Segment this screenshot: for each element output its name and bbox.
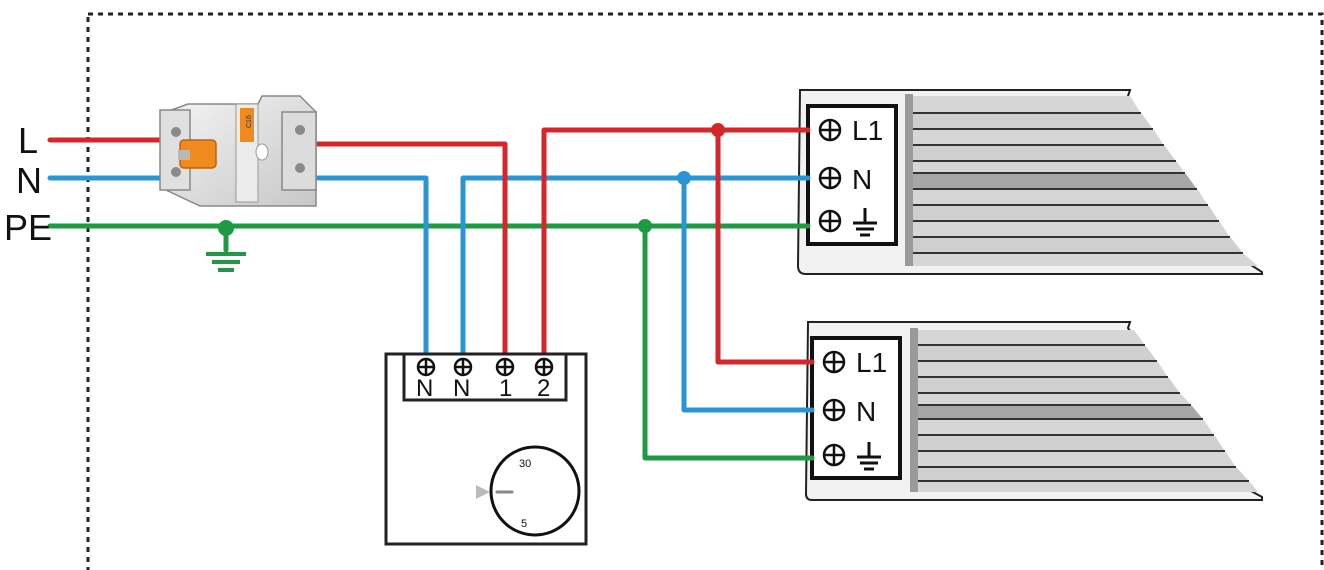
screw-icon (453, 357, 473, 377)
breaker-marking: C16 (246, 115, 253, 128)
wire-phase-breaker-to-thermostat (315, 141, 508, 363)
heater-top-screws (818, 118, 842, 233)
heater-bottom-screws (822, 350, 846, 467)
wire-neutral-heater-bottom (681, 175, 815, 413)
enclosure-boundary (86, 12, 1324, 570)
heater-top-label-n: N (852, 164, 872, 195)
screw-icon (534, 357, 554, 377)
earth-icon (853, 208, 877, 237)
heater-bottom-label-n: N (856, 396, 876, 427)
thermostat-terminal-1: 1 (499, 375, 512, 402)
thermostat-dial (489, 445, 581, 537)
thermostat-terminal-n1: N (416, 375, 433, 402)
earth-icon (857, 442, 881, 471)
heater-bottom-label-l1: L1 (856, 347, 887, 378)
junction-earth (638, 219, 652, 233)
screw-icon (818, 166, 842, 190)
ground-icon (206, 252, 246, 272)
junction-neutral (677, 171, 691, 185)
circuit-breaker: C16 (159, 95, 317, 207)
screw-icon (822, 398, 846, 422)
dial-min-label: 5 (521, 518, 527, 530)
label-earth: PE (4, 207, 52, 248)
dial-pointer-icon (476, 485, 490, 499)
heater-bottom (804, 321, 1263, 501)
wire-neutral-breaker-to-thermostat (315, 175, 429, 363)
screw-icon (818, 209, 842, 233)
screw-icon (822, 350, 846, 374)
wire-phase-heater-bottom (715, 127, 815, 365)
screw-icon (416, 357, 436, 377)
heater-bottom-fins (918, 330, 1258, 492)
wire-earth-heater-bottom (642, 223, 815, 461)
wire-neutral-thermostat-to-heaters (460, 175, 811, 363)
thermostat-terminal-n2: N (453, 375, 470, 402)
thermostat: 30 5 (384, 352, 588, 546)
thermostat-screws (416, 357, 554, 377)
heater-top-label-l1: L1 (852, 115, 883, 146)
junction-phase (711, 123, 725, 137)
wire-phase-thermostat-to-heaters (541, 127, 811, 363)
label-phase: L (18, 120, 38, 161)
dial-max-label: 30 (519, 458, 531, 470)
heater-top-fins (913, 96, 1258, 266)
label-neutral: N (16, 160, 42, 201)
junction-earth-ground (218, 220, 234, 236)
screw-icon (822, 443, 846, 467)
heater-top (796, 89, 1263, 275)
screw-icon (818, 118, 842, 142)
screw-icon (495, 357, 515, 377)
thermostat-terminal-2: 2 (537, 375, 550, 402)
